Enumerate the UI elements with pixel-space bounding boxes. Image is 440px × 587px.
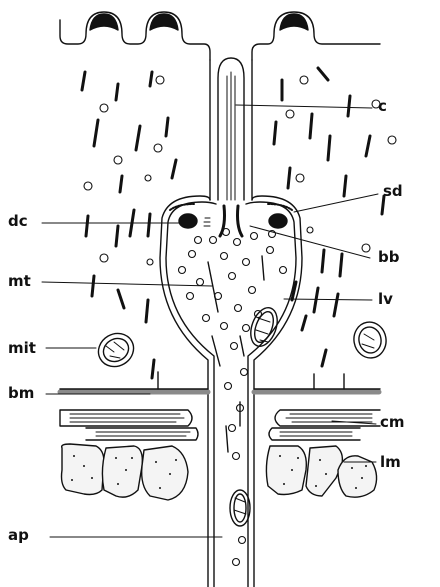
microtubule (212, 336, 220, 366)
rootlet-marks (204, 218, 210, 226)
circular-muscle-left (60, 410, 198, 440)
cuticle-cap-2 (150, 14, 178, 30)
dense-corpuscle-right (269, 214, 287, 228)
label-mitochondrion: mit (8, 340, 36, 356)
circular-muscle-right (269, 410, 380, 440)
label-microtubules: mt (8, 273, 31, 289)
label-septate-desmosome: sd (383, 183, 403, 199)
label-cilium: c (378, 98, 387, 114)
cuticle-cap-1 (90, 14, 118, 30)
longitudinal-muscle-left (62, 444, 189, 500)
mitochondrion-right (351, 319, 389, 360)
microtubule (208, 262, 218, 312)
microtubule (240, 336, 244, 356)
vesicle-cluster (179, 229, 287, 566)
epidermis-surface-right (252, 12, 380, 60)
basal-body (220, 206, 242, 236)
dense-corpuscle-left (179, 214, 197, 228)
cuticle-cap-3 (280, 14, 308, 30)
label-basement-membrane: bm (8, 385, 34, 401)
microtubule (226, 426, 228, 452)
mitochondrion-in-cell (246, 304, 282, 350)
septate-desmosome-right (268, 204, 292, 210)
label-axonal-process: ap (8, 527, 29, 543)
label-circular-muscle: cm (380, 414, 405, 430)
longitudinal-muscle-right (266, 446, 376, 497)
septate-desmosome-left (170, 204, 194, 210)
mitochondrion-left (92, 327, 139, 373)
label-light-vesicles: lv (378, 291, 393, 307)
mitochondrion-in-axon (230, 490, 250, 526)
label-longitudinal-muscle: lm (380, 454, 401, 470)
label-dense-corpuscle: dc (8, 213, 28, 229)
epidermis-surface-left (60, 12, 210, 60)
microtubule (262, 256, 264, 280)
label-basal-body: bb (378, 249, 399, 265)
